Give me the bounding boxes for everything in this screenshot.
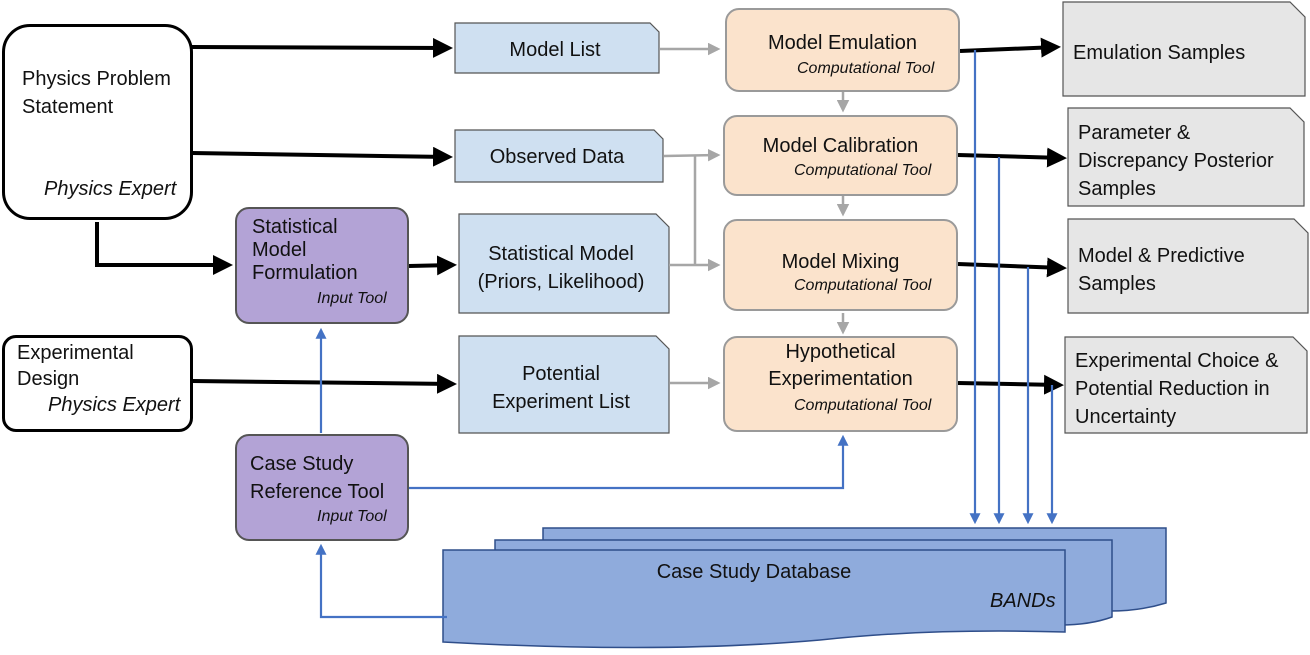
- arrow-problem-to-modellist: [191, 37, 453, 58]
- formulation-line-1: Statistical: [252, 216, 338, 238]
- database-page-front: [442, 549, 1066, 649]
- physics-problem-box: Physics Problem Statement Physics Expert: [2, 24, 193, 220]
- arrow-problem-to-observed: [191, 146, 453, 167]
- experimental-design-box: Experimental Design Physics Expert: [2, 335, 193, 432]
- physics-problem-title-2: Statement: [22, 96, 114, 118]
- statistical-model-line-2: (Priors, Likelihood): [477, 271, 645, 293]
- formulation-tag: Input Tool: [317, 290, 387, 307]
- emulation-samples-label: Emulation Samples: [1073, 42, 1246, 64]
- hypothetical-tag: Computational Tool: [794, 397, 932, 414]
- arrow-calibration-to-output: [957, 147, 1067, 168]
- model-predictive-line-1: Model & Predictive: [1078, 245, 1245, 267]
- hypothetical-line-2: Experimentation: [768, 368, 913, 390]
- formulation-line-3: Formulation: [252, 262, 358, 284]
- experimental-design-title-1: Experimental: [17, 342, 134, 364]
- case-study-line-2: Reference Tool: [250, 481, 385, 503]
- statistical-model-line-1: Statistical Model: [488, 243, 634, 265]
- model-mixing-tag: Computational Tool: [794, 277, 932, 294]
- parameter-samples-line-2: Discrepancy Posterior: [1078, 150, 1274, 172]
- parameter-samples-line-1: Parameter &: [1078, 122, 1191, 144]
- database-tag: BANDs: [990, 590, 1056, 612]
- arrow-mixing-to-output: [957, 257, 1067, 278]
- potential-experiment-line-2: Experiment List: [492, 391, 630, 413]
- parameter-samples-shape: [1067, 107, 1305, 207]
- emulation-samples-shape: [1062, 1, 1306, 97]
- arrow-database-to-casestudy: [315, 543, 447, 619]
- arrow-observed-to-calibration: [663, 148, 721, 162]
- database-title: Case Study Database: [656, 561, 852, 583]
- model-calibration-title: Model Calibration: [762, 135, 919, 157]
- arrow-problem-to-statformulation: [95, 222, 233, 275]
- experimental-choice-shape: [1064, 336, 1308, 434]
- experimental-design-title-2: Design: [17, 368, 80, 390]
- physics-problem-title-1: Physics Problem: [22, 68, 171, 90]
- model-calibration-tag: Computational Tool: [794, 162, 932, 179]
- observed-data-shape: [454, 129, 664, 183]
- model-predictive-line-2: Samples: [1078, 273, 1156, 295]
- model-mixing-box: Model Mixing Computational Tool: [723, 219, 958, 311]
- experimental-choice-line-3: Uncertainty: [1075, 406, 1177, 428]
- case-study-reference-box: Case Study Reference Tool Input Tool: [235, 434, 409, 541]
- database-stack: [442, 527, 1167, 649]
- experimental-choice-line-1: Experimental Choice &: [1075, 350, 1279, 372]
- parameter-samples-line-3: Samples: [1078, 178, 1156, 200]
- model-list-label: Model List: [509, 39, 601, 61]
- statistical-model-shape: [458, 213, 670, 314]
- model-mixing-title: Model Mixing: [781, 251, 900, 273]
- experimental-choice-line-2: Potential Reduction in: [1075, 378, 1270, 400]
- potential-experiment-line-1: Potential: [522, 363, 600, 385]
- arrow-design-to-potential: [191, 373, 457, 394]
- model-calibration-box: Model Calibration Computational Tool: [723, 115, 958, 196]
- observed-data-label: Observed Data: [489, 146, 625, 168]
- arrow-formulation-to-statmodel: [408, 255, 457, 276]
- potential-experiment-shape: [458, 335, 670, 434]
- arrow-casestudy-to-hypothetical: [409, 434, 849, 490]
- case-study-tag: Input Tool: [317, 508, 387, 525]
- model-emulation-title: Model Emulation: [768, 32, 917, 54]
- experimental-design-role: Physics Expert: [48, 394, 181, 416]
- formulation-line-2: Model: [252, 239, 307, 261]
- statistical-model-formulation-box: Statistical Model Formulation Input Tool: [235, 207, 409, 324]
- model-predictive-shape: [1067, 218, 1309, 314]
- model-list-shape: [454, 22, 660, 74]
- physics-problem-role: Physics Expert: [44, 178, 177, 200]
- model-emulation-tag: Computational Tool: [797, 60, 935, 77]
- hypothetical-line-1: Hypothetical: [785, 341, 896, 363]
- hypothetical-experimentation-box: Hypothetical Experimentation Computation…: [723, 336, 958, 432]
- arrow-hypothetical-to-output: [957, 374, 1064, 395]
- model-emulation-box: Model Emulation Computational Tool: [725, 8, 960, 92]
- arrow-emulation-to-output: [959, 37, 1061, 58]
- case-study-line-1: Case Study: [250, 453, 354, 475]
